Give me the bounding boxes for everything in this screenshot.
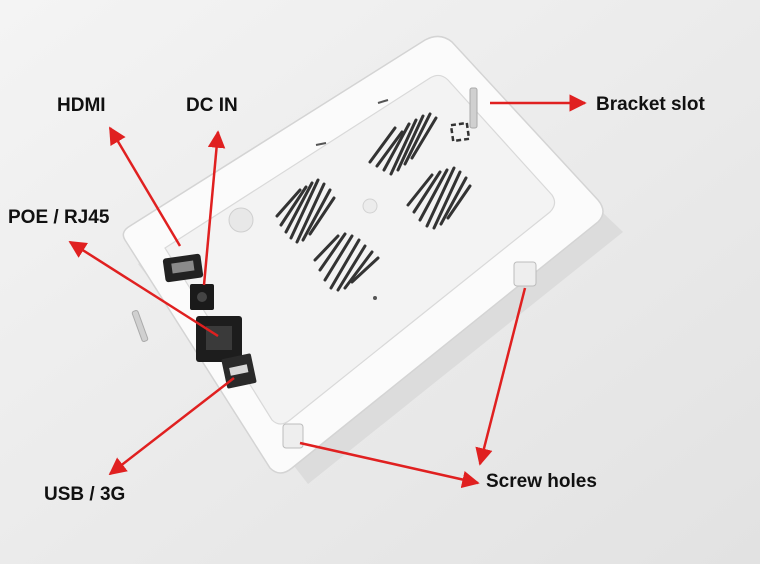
vent-slots-right: [406, 166, 472, 230]
label-screw-holes: Screw holes: [486, 471, 597, 492]
vent-slots-bottom: [313, 232, 380, 292]
back-panel: [164, 74, 556, 425]
panel-mark: [315, 142, 327, 146]
annotation-arrows: [68, 94, 587, 489]
round-boss-small: [362, 198, 378, 214]
dc-in-pin: [197, 292, 207, 302]
screw-hole-bottom: [282, 423, 304, 449]
indicator-hole: [373, 296, 377, 300]
panel-mark: [377, 99, 389, 104]
arrow-usb-3g: [108, 377, 235, 476]
arrow-dc-in: [202, 130, 226, 286]
round-boss: [228, 207, 254, 233]
arrow-poe-rj45: [68, 240, 219, 338]
bracket-slot: [469, 87, 478, 129]
label-usb-3g: USB / 3G: [44, 484, 126, 505]
screw-hole-right: [513, 261, 537, 287]
arrow-screw-bottom: [299, 441, 480, 489]
label-dc-in: DC IN: [186, 95, 238, 116]
vent-slots-top: [368, 112, 438, 176]
arrow-hdmi: [108, 126, 182, 247]
side-slot: [131, 310, 149, 342]
hdmi-port-inner: [171, 260, 195, 274]
usb-port-inner: [229, 364, 249, 376]
vent-slots-left: [275, 178, 336, 244]
label-bracket-slot: Bracket slot: [596, 94, 705, 115]
label-hdmi: HDMI: [57, 95, 106, 116]
bracket-marker: [449, 121, 471, 143]
label-poe-rj45: POE / RJ45: [8, 207, 110, 228]
arrow-screw-right: [475, 287, 527, 466]
